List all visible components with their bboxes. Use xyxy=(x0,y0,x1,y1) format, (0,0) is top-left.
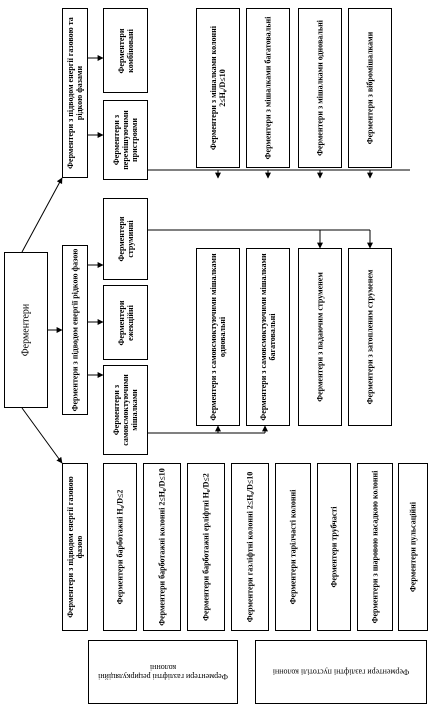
node-mixer-type-1-label: Ферментери з мішалками колонні 2≤H₀/D≤10 xyxy=(208,26,227,150)
node-gas-child-7-label: Ферментери з шаровою насадкою колонні xyxy=(370,470,380,624)
node-self-type-1: Ферментери з самовсмоктуючими мішалками … xyxy=(196,248,240,426)
node-gas-child-3: Ферментери барботажні ерліфтні H₀/D≤2 xyxy=(187,463,225,631)
node-mixer-type-1: Ферментери з мішалками колонні 2≤H₀/D≤10 xyxy=(196,8,240,168)
node-gas-child-8-label: Ферментери пульсаційні xyxy=(408,502,418,592)
node-jet-type-2-label: Ферментери з затопленим струменем xyxy=(365,269,375,405)
node-gas-child-3-label: Ферментери барботажні ерліфтні H₀/D≤2 xyxy=(201,473,211,621)
node-gas-child-8: Ферментери пульсаційні xyxy=(398,463,428,631)
node-gas-child-4-label: Ферментери газліфтні колонні 2≤H₀/D≤10 xyxy=(245,471,255,623)
node-gas-label: Ферментери з підводом енергії газовою фа… xyxy=(65,476,84,618)
node-mixer-type-4-label: Ферментери з вібромішалками xyxy=(365,31,375,145)
note-recirculation-label: Ферментери газліфтні рециркуляційні коло… xyxy=(98,663,228,682)
node-gas-child-4: Ферментери газліфтні колонні 2≤H₀/D≤10 xyxy=(231,463,269,631)
node-jet-type-1: Ферментери з падаючим струменем xyxy=(298,248,342,426)
node-self-suction-label: Ферментери з самовсмоктуючими мішалками xyxy=(111,374,140,446)
node-gas-child-6-label: Ферментери трубчасті xyxy=(329,506,339,588)
node-liquid-label: Ферментери з підводом енергії рідкою фаз… xyxy=(70,248,80,412)
node-gas-liquid-label: Ферментери з підводом енергії газовою та… xyxy=(65,17,84,169)
node-combined-label: Ферментери комбіновані xyxy=(116,28,135,73)
node-gas: Ферментери з підводом енергії газовою фа… xyxy=(62,463,88,631)
node-gas-child-1-label: Ферментери барботажні H₀/D≤2 xyxy=(115,489,125,605)
node-self-type-2: Ферментери з самовсмоктуючими мішалками … xyxy=(246,248,290,426)
root-node: Ферментери xyxy=(4,252,48,408)
node-gas-child-6: Ферментери трубчасті xyxy=(317,463,351,631)
node-gas-child-2-label: Ферментери барботажні колонні 2≤H₀/D≤10 xyxy=(157,468,167,626)
node-gas-child-5: Ферментери тарілчасті колонні xyxy=(275,463,311,631)
node-liquid: Ферментери з підводом енергії рідкою фаз… xyxy=(62,245,88,415)
node-gas-child-5-label: Ферментери тарілчасті колонні xyxy=(288,489,298,605)
node-jet-label: Ферментери струминні xyxy=(116,216,135,262)
node-gas-child-2: Ферментери барботажні колонні 2≤H₀/D≤10 xyxy=(143,463,181,631)
node-self-type-1-label: Ферментери з самовсмоктуючими мішалками … xyxy=(208,253,227,421)
node-gas-child-7: Ферментери з шаровою насадкою колонні xyxy=(357,463,393,631)
node-combined: Ферментери комбіновані xyxy=(103,8,148,93)
node-jet-type-2: Ферментери з затопленим струменем xyxy=(348,248,392,426)
note-recirculation: Ферментери газліфтні рециркуляційні коло… xyxy=(88,640,238,704)
node-ejector: Ферментери ежекційні xyxy=(103,285,148,360)
node-gas-liquid: Ферментери з підводом енергії газовою та… xyxy=(62,8,88,178)
node-self-type-2-label: Ферментери з самовсмоктуючими мішалками … xyxy=(258,253,277,421)
node-mixers: Ферментери з перемішуючими пристроями xyxy=(103,100,148,180)
edge-root-gasliquid xyxy=(21,177,63,253)
node-mixer-type-4: Ферментери з вібромішалками xyxy=(348,8,392,168)
node-jet-type-1-label: Ферментери з падаючим струменем xyxy=(315,272,325,402)
node-mixer-type-2-label: Ферментери з мішалками багатовальні xyxy=(263,16,273,160)
node-ejector-label: Ферментери ежекційні xyxy=(116,300,135,345)
node-gas-child-1: Ферментери барботажні H₀/D≤2 xyxy=(103,463,137,631)
note-hollow: Ферментери газліфтні пустотілі колонні xyxy=(255,640,427,704)
note-hollow-label: Ферментери газліфтні пустотілі колонні xyxy=(272,667,410,677)
root-label: Ферментери xyxy=(20,303,32,357)
node-mixers-label: Ферментери з перемішуючими пристроями xyxy=(111,110,140,170)
edge-root-gas xyxy=(21,407,63,464)
node-self-suction: Ферментери з самовсмоктуючими мішалками xyxy=(103,365,148,455)
node-mixer-type-2: Ферментери з мішалками багатовальні xyxy=(246,8,290,168)
node-jet: Ферментери струминні xyxy=(103,198,148,280)
node-mixer-type-3: Ферментери з мішалками одновальні xyxy=(298,8,342,168)
node-mixer-type-3-label: Ферментери з мішалками одновальні xyxy=(315,20,325,156)
